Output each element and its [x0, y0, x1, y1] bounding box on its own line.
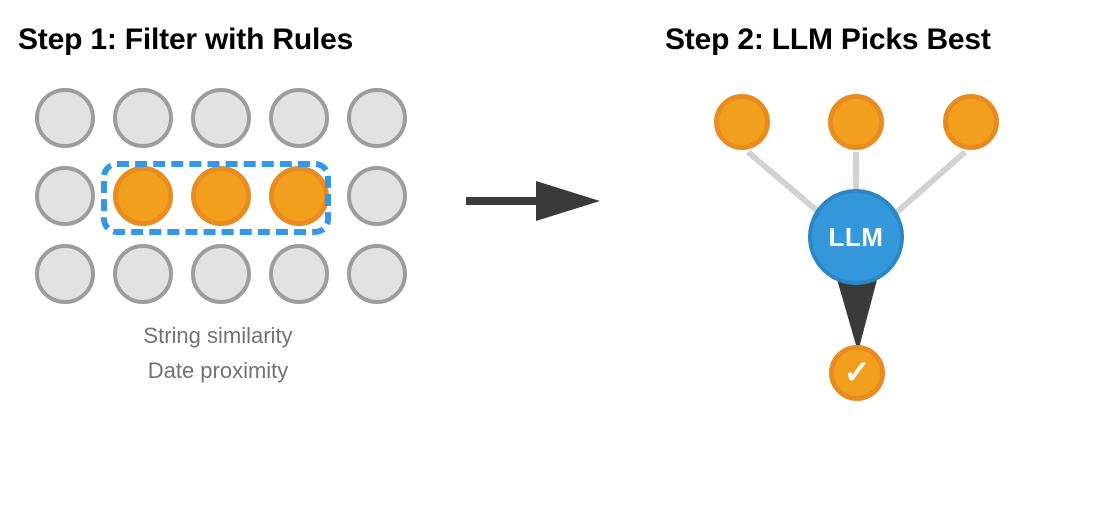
filter-rule-caption-2: Date proximity: [147, 358, 289, 383]
grid-node-r3c1[interactable]: [35, 244, 95, 304]
flow-arrow-icon: [466, 181, 600, 221]
winner-node[interactable]: ✓: [829, 345, 885, 401]
llm-node[interactable]: LLM: [808, 189, 904, 285]
edge-llm-winner-arrow: [836, 276, 878, 352]
llm-node-label: LLM: [828, 222, 884, 252]
step2-title: Step 2: LLM Picks Best: [665, 23, 991, 56]
grid-node-r2c3-selected[interactable]: [191, 166, 251, 226]
grid-node-r3c4[interactable]: [269, 244, 329, 304]
candidate-node-3[interactable]: [943, 94, 999, 150]
candidate-grid: [35, 88, 410, 304]
grid-node-r3c3[interactable]: [191, 244, 251, 304]
filter-rule-caption-1: String similarity: [143, 323, 293, 348]
grid-node-r2c5[interactable]: [347, 166, 407, 226]
grid-node-r2c2-selected[interactable]: [113, 166, 173, 226]
step1-title: Step 1: Filter with Rules: [18, 23, 354, 56]
selection-box[interactable]: [101, 161, 331, 235]
grid-node-r1c3[interactable]: [191, 88, 251, 148]
grid-node-r1c1[interactable]: [35, 88, 95, 148]
llm-selection-tree: LLM ✓: [660, 80, 1060, 420]
candidate-node-1[interactable]: [714, 94, 770, 150]
grid-node-r1c2[interactable]: [113, 88, 173, 148]
grid-node-r1c4[interactable]: [269, 88, 329, 148]
grid-node-r1c5[interactable]: [347, 88, 407, 148]
grid-node-r3c5[interactable]: [347, 244, 407, 304]
grid-node-r3c2[interactable]: [113, 244, 173, 304]
grid-node-r2c1[interactable]: [35, 166, 95, 226]
tree-edges: [746, 149, 967, 352]
candidate-node-2[interactable]: [828, 94, 884, 150]
edge-candidate3-llm: [886, 149, 967, 223]
check-icon: ✓: [843, 354, 871, 390]
edge-candidate1-llm: [746, 149, 830, 223]
